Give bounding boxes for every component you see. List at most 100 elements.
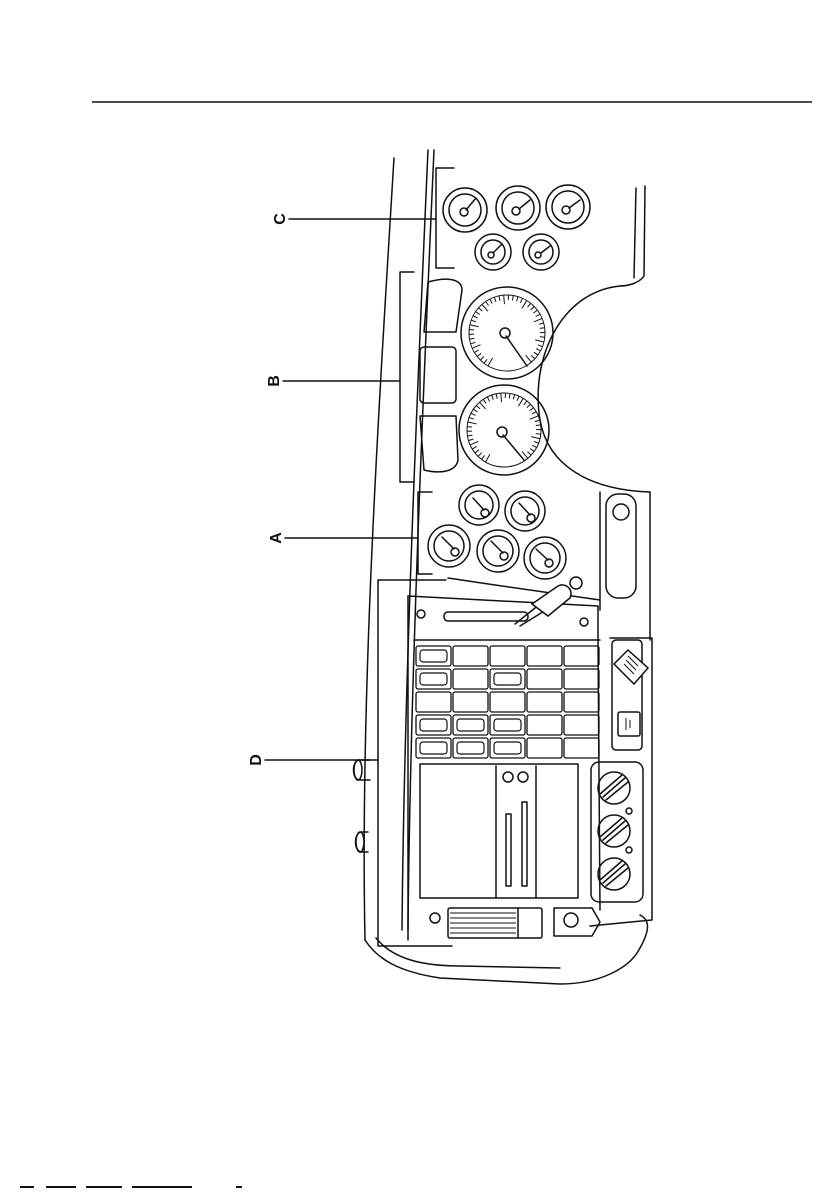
switch-button [527, 646, 562, 666]
gauge-group-c [443, 185, 590, 270]
gauge-a-2 [505, 491, 545, 531]
gauge-tick [471, 342, 476, 343]
side-knobs [354, 760, 371, 852]
footer-marks [20, 1186, 242, 1188]
switch-button [490, 669, 525, 689]
gauge-tick [535, 420, 540, 421]
bracket-b [400, 272, 414, 482]
radio-section [420, 764, 578, 898]
gauge-tick [475, 450, 479, 453]
gauge-tick [496, 394, 497, 399]
switch-button [490, 646, 525, 666]
gauge-tick [483, 399, 486, 403]
switch-button [453, 669, 488, 689]
gauge-c-1 [443, 188, 487, 232]
gauge-tick [469, 439, 474, 440]
gauge-tick [527, 452, 531, 455]
gauge-tick [527, 404, 531, 407]
gauge-c-2 [496, 186, 540, 230]
gauge-tick [486, 454, 491, 462]
gauge-tick [532, 412, 536, 414]
switch-button [527, 669, 562, 689]
switch-button-inner [420, 673, 447, 685]
switch-button [490, 738, 525, 758]
gauge-group-b [420, 279, 553, 475]
switch-button [453, 715, 488, 735]
gauge-tick [469, 338, 474, 339]
switch-button-inner [457, 719, 484, 731]
callout-c-label: C [272, 213, 289, 225]
switch-button-inner [494, 719, 521, 731]
gauge-tick [473, 316, 477, 318]
gauge-c-3 [546, 185, 590, 229]
gauge-tick [532, 445, 536, 447]
switch-button [564, 715, 599, 735]
gauge-tick [540, 328, 545, 329]
gauge-tick [538, 345, 543, 347]
gauge-tick [470, 325, 479, 327]
gauge-tick [530, 416, 538, 419]
gauge-tick [531, 437, 540, 439]
switch-grid [416, 646, 599, 758]
gauge-tick [501, 393, 502, 402]
gauge-tick [519, 398, 524, 406]
switch-button-inner [494, 673, 521, 685]
switch-button [490, 715, 525, 735]
gauge-tick [513, 395, 514, 400]
gauge-tick [536, 434, 541, 435]
indicator-panel-1 [424, 279, 462, 332]
gauge-tick [536, 349, 540, 351]
gauge-tick [499, 296, 500, 301]
climate-knob-2 [598, 815, 630, 847]
gauge-tick [471, 320, 476, 322]
gauge-c-4 [475, 234, 511, 270]
switch-button-inner [420, 650, 447, 662]
gauge-tick [477, 353, 481, 356]
gauge-tick [517, 297, 518, 302]
gauge-a-1 [459, 485, 499, 525]
gauge-tick [480, 357, 484, 361]
speedometer-gauge [459, 385, 549, 475]
side-switches [614, 650, 648, 736]
gauge-tick [535, 340, 544, 342]
gauge-tick [524, 401, 527, 405]
callout-d-label: D [248, 754, 265, 766]
switch-button [416, 715, 451, 735]
gauge-tick [472, 446, 476, 449]
switch-button [564, 738, 599, 758]
gauge-tick [530, 408, 534, 411]
gauge-tick [531, 355, 535, 358]
gauge-tick [534, 318, 542, 321]
gauge-tick [472, 345, 480, 349]
gauge-tick [471, 413, 475, 415]
gauge-tick [470, 441, 478, 445]
climate-knob-3 [598, 858, 630, 890]
gauge-tick [476, 405, 480, 408]
switch-button [416, 738, 451, 758]
gauge-tick [531, 306, 535, 309]
callout-b-label: B [266, 375, 283, 387]
gauge-tick [528, 303, 531, 307]
switch-button [564, 646, 599, 666]
gauge-tick [480, 402, 486, 409]
gauge-tick [536, 314, 540, 316]
switch-button [453, 692, 488, 712]
switch-button [527, 715, 562, 735]
gauge-tick [490, 299, 492, 303]
gauge-tick [478, 453, 482, 457]
gauge-tick [479, 308, 483, 311]
switch-button [564, 669, 599, 689]
gauge-tick [512, 296, 513, 301]
switch-button [490, 692, 525, 712]
gauge-tick [468, 422, 477, 424]
switch-button-inner [457, 742, 484, 754]
switch-button-inner [420, 742, 447, 754]
gauge-tick [534, 441, 539, 443]
gauge-a-3 [428, 525, 470, 567]
gauge-tick [517, 396, 519, 401]
switch-button [564, 692, 599, 712]
bottom-vent [430, 908, 600, 938]
gauge-tick [486, 301, 489, 305]
gauge-tick [494, 297, 496, 302]
